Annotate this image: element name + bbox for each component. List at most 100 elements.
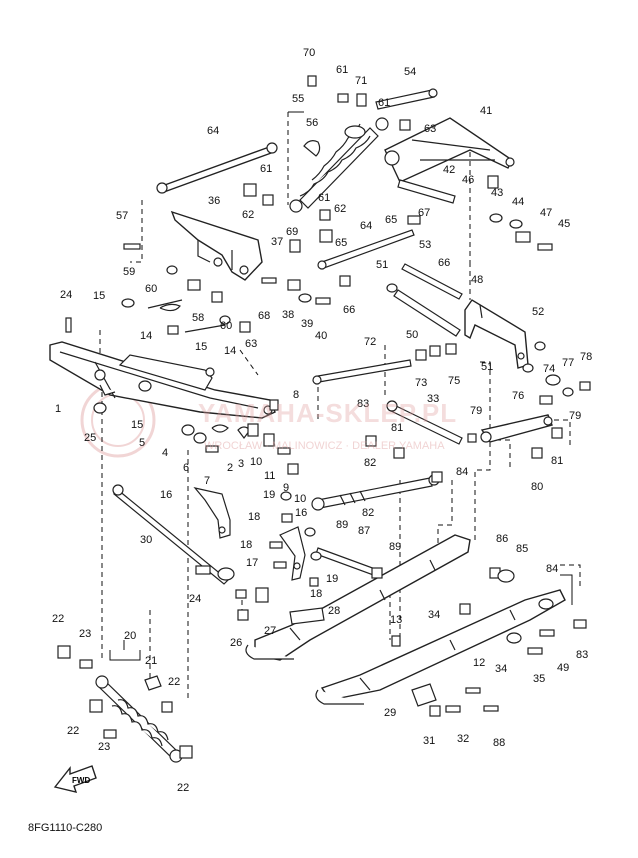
callout-c4: 4	[162, 447, 168, 459]
callout-c8: 8	[293, 389, 299, 401]
callout-c54: 54	[404, 66, 416, 78]
callout-c41: 41	[480, 105, 492, 117]
callout-c30: 30	[140, 534, 152, 546]
callout-c19a: 19	[263, 489, 275, 501]
callout-c64b: 64	[360, 220, 372, 232]
callout-c20: 20	[124, 630, 136, 642]
callout-c52: 52	[532, 306, 544, 318]
callout-c66b: 66	[343, 304, 355, 316]
callout-c75: 75	[448, 375, 460, 387]
callout-c14a: 14	[140, 330, 152, 342]
bracket-part-48	[464, 299, 529, 369]
callout-c49: 49	[557, 662, 569, 674]
callout-c60b: 60	[220, 320, 232, 332]
callout-c70: 70	[303, 47, 315, 59]
center-shock-part-82	[311, 474, 440, 511]
callout-c22d: 22	[177, 782, 189, 794]
callout-c79a: 79	[470, 405, 482, 417]
shaft-part-50	[393, 289, 461, 337]
callout-c65a: 65	[385, 214, 397, 226]
callout-c35: 35	[533, 673, 545, 685]
callout-c84a: 84	[456, 466, 468, 478]
callout-c22b: 22	[168, 676, 180, 688]
callout-c85: 85	[516, 543, 528, 555]
callout-c9: 9	[283, 482, 289, 494]
long-bolt-part-30	[112, 484, 229, 585]
callout-c65b: 65	[335, 237, 347, 249]
callout-c11: 11	[264, 470, 275, 482]
callout-c15c: 15	[131, 419, 143, 431]
callout-c18c: 18	[310, 588, 322, 600]
callout-c14b: 14	[224, 345, 236, 357]
callout-c51b: 51	[481, 361, 493, 373]
callout-c61d: 61	[318, 192, 330, 204]
callout-c69: 69	[286, 226, 298, 238]
callout-c84b: 84	[546, 563, 558, 575]
callout-c23a: 23	[79, 628, 91, 640]
callout-c1: 1	[55, 403, 61, 415]
callout-c81a: 81	[391, 422, 403, 434]
callout-c67: 67	[418, 207, 430, 219]
callout-c72: 72	[364, 336, 376, 348]
fwd-label: FWD	[72, 776, 90, 785]
callout-c16a: 16	[160, 489, 172, 501]
callout-c5: 5	[139, 437, 145, 449]
callout-c45: 45	[558, 218, 570, 230]
callout-c82a: 82	[364, 457, 376, 469]
callout-c10b: 10	[294, 493, 306, 505]
front-shock-part-55	[289, 117, 389, 213]
callout-c44: 44	[512, 196, 524, 208]
callout-c13: 13	[390, 614, 402, 626]
shaft-part-33	[386, 400, 463, 445]
callout-c18b: 18	[240, 539, 252, 551]
callout-c24a: 24	[60, 289, 72, 301]
axle-part-42	[397, 179, 456, 204]
callout-c31: 31	[423, 735, 435, 747]
plate-part-16a	[193, 487, 231, 539]
callout-c38: 38	[282, 309, 294, 321]
rear-arm-part-36	[170, 210, 263, 281]
callout-c26: 26	[230, 637, 242, 649]
callout-c43: 43	[491, 187, 503, 199]
bump-rubber-part-56	[303, 140, 321, 157]
callout-c76: 76	[512, 390, 524, 402]
callout-c53: 53	[419, 239, 431, 251]
callout-c36: 36	[208, 195, 220, 207]
callout-c34a: 34	[428, 609, 440, 621]
watermark-text: YAMAHA-SKLEP.PL	[198, 398, 458, 428]
callout-c86: 86	[496, 533, 508, 545]
callout-c3: 3	[238, 458, 244, 470]
callout-c89a: 89	[336, 519, 348, 531]
callout-c83b: 83	[576, 649, 588, 661]
callout-c29: 29	[384, 707, 396, 719]
callout-c73: 73	[415, 377, 427, 389]
bracket-part-29	[411, 683, 437, 707]
callout-c33: 33	[427, 393, 439, 405]
callout-c22a: 22	[52, 613, 64, 625]
callout-c57: 57	[116, 210, 128, 222]
callout-c46: 46	[462, 174, 474, 186]
callout-c18a: 18	[248, 511, 260, 523]
callout-c81b: 81	[551, 455, 563, 467]
callout-c83a: 83	[357, 398, 369, 410]
callout-c51a: 51	[376, 259, 388, 271]
pivot-shaft-part-64	[156, 142, 278, 194]
callout-c74: 74	[543, 363, 555, 375]
callout-c61c: 61	[260, 163, 272, 175]
callout-c64a: 64	[207, 125, 219, 137]
callout-c47: 47	[540, 207, 552, 219]
callout-c10a: 10	[250, 456, 262, 468]
forward-direction-arrow-icon: FWD	[53, 765, 97, 793]
callout-c77: 77	[562, 357, 574, 369]
pivot-shaft-part-64b	[317, 229, 415, 270]
callout-c39: 39	[301, 318, 313, 330]
callout-c62b: 62	[334, 203, 346, 215]
callout-c17: 17	[246, 557, 258, 569]
callout-c23b: 23	[98, 741, 110, 753]
diagram-code: 8FG1110-C280	[28, 822, 103, 834]
callout-c60a: 60	[145, 283, 157, 295]
callout-c7: 7	[204, 475, 210, 487]
callout-c66a: 66	[438, 257, 450, 269]
callout-c89b: 89	[389, 541, 401, 553]
